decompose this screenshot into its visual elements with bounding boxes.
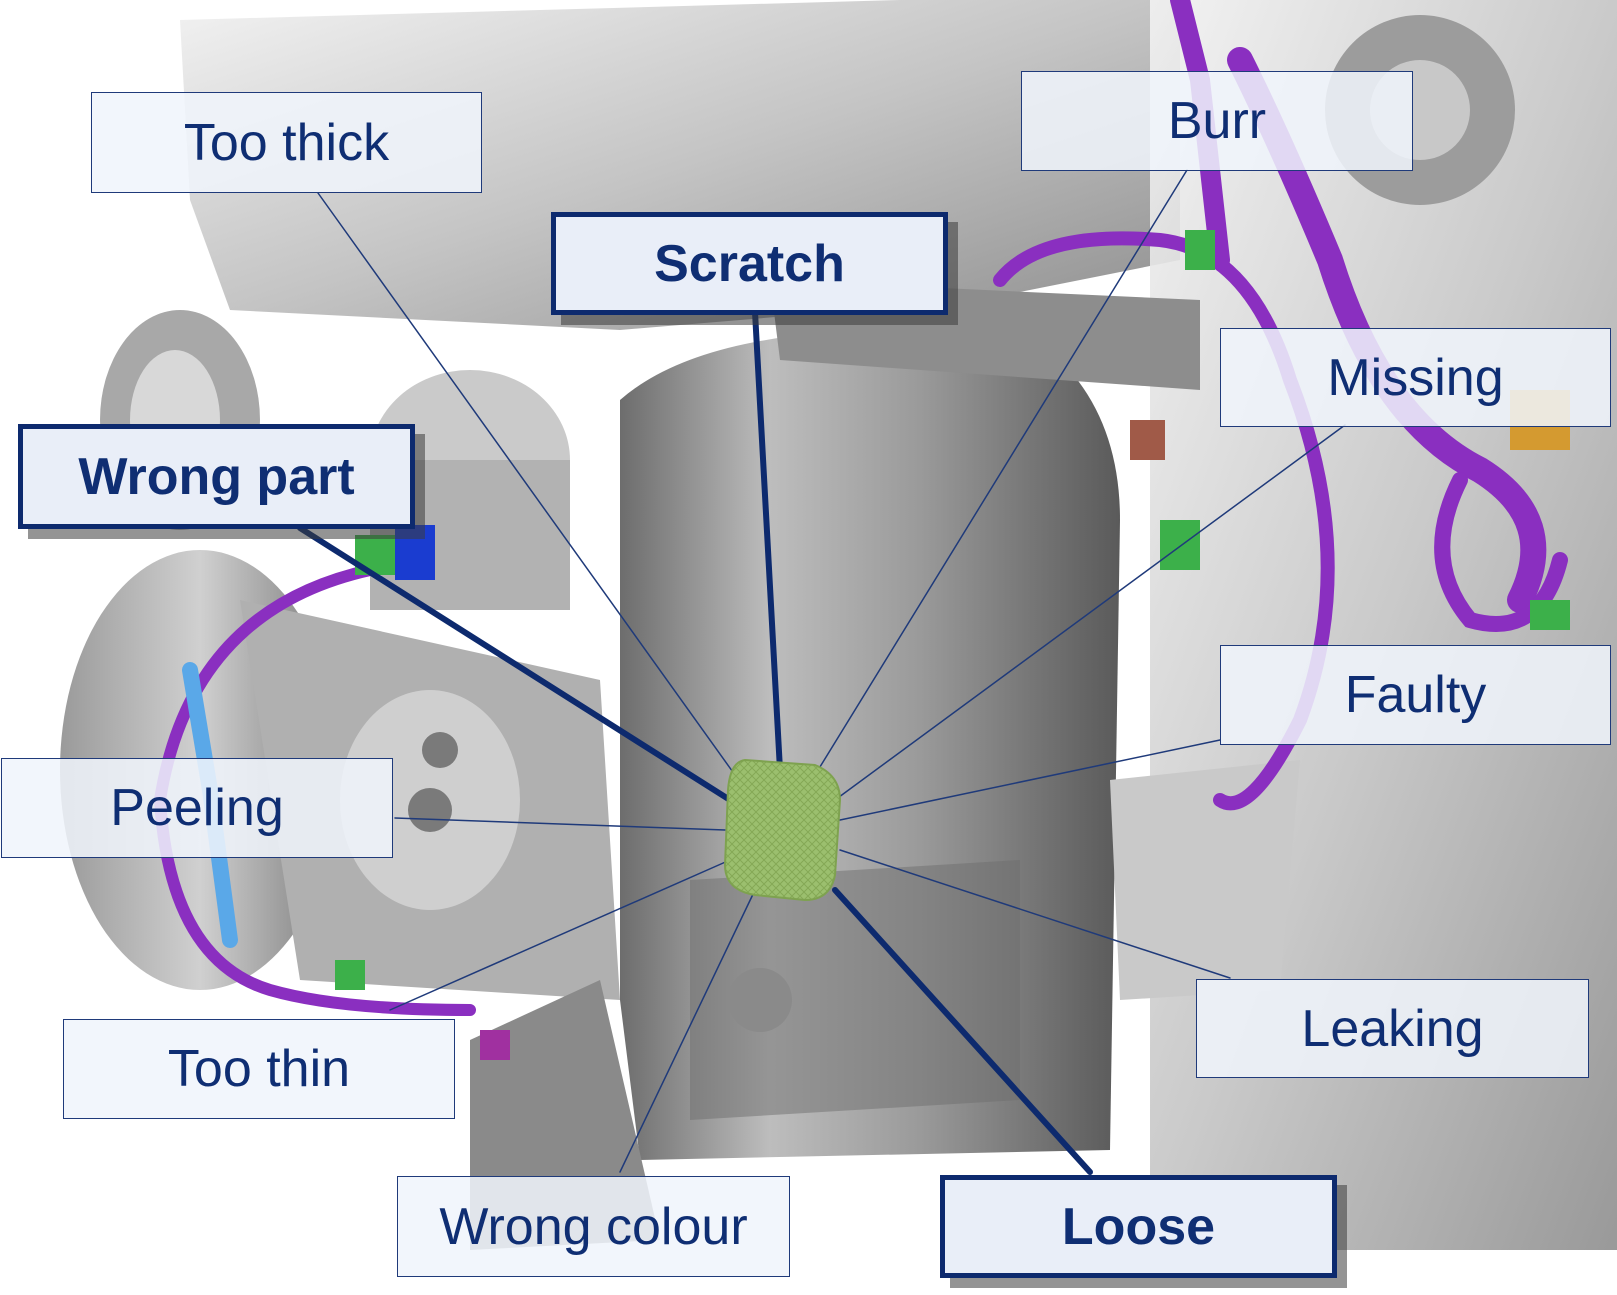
- leader-lines: [297, 169, 1346, 1175]
- leader-wrong-part: [297, 525, 733, 803]
- leader-leaking: [839, 849, 1231, 979]
- label-leaking: Leaking: [1196, 979, 1589, 1078]
- label-too-thin: Too thin: [63, 1019, 455, 1119]
- leader-too-thin: [389, 859, 731, 1011]
- leader-loose: [832, 887, 1093, 1175]
- leader-too-thick: [317, 192, 736, 776]
- label-missing: Missing: [1220, 328, 1611, 427]
- leader-peeling: [394, 817, 726, 831]
- label-loose: Loose: [940, 1175, 1337, 1278]
- leader-burr: [814, 169, 1188, 776]
- label-scratch: Scratch: [551, 212, 948, 315]
- label-faulty: Faulty: [1220, 645, 1611, 745]
- label-wrong-part: Wrong part: [18, 424, 415, 529]
- leader-scratch: [752, 309, 783, 773]
- label-burr: Burr: [1021, 71, 1413, 171]
- defect-focus-patch: [723, 758, 842, 902]
- label-peeling: Peeling: [1, 758, 393, 858]
- label-wrong-colour: Wrong colour: [397, 1176, 790, 1277]
- label-too-thick: Too thick: [91, 92, 482, 193]
- leader-wrong-colour: [619, 889, 756, 1173]
- leader-faulty: [839, 739, 1221, 821]
- leader-missing: [834, 424, 1346, 801]
